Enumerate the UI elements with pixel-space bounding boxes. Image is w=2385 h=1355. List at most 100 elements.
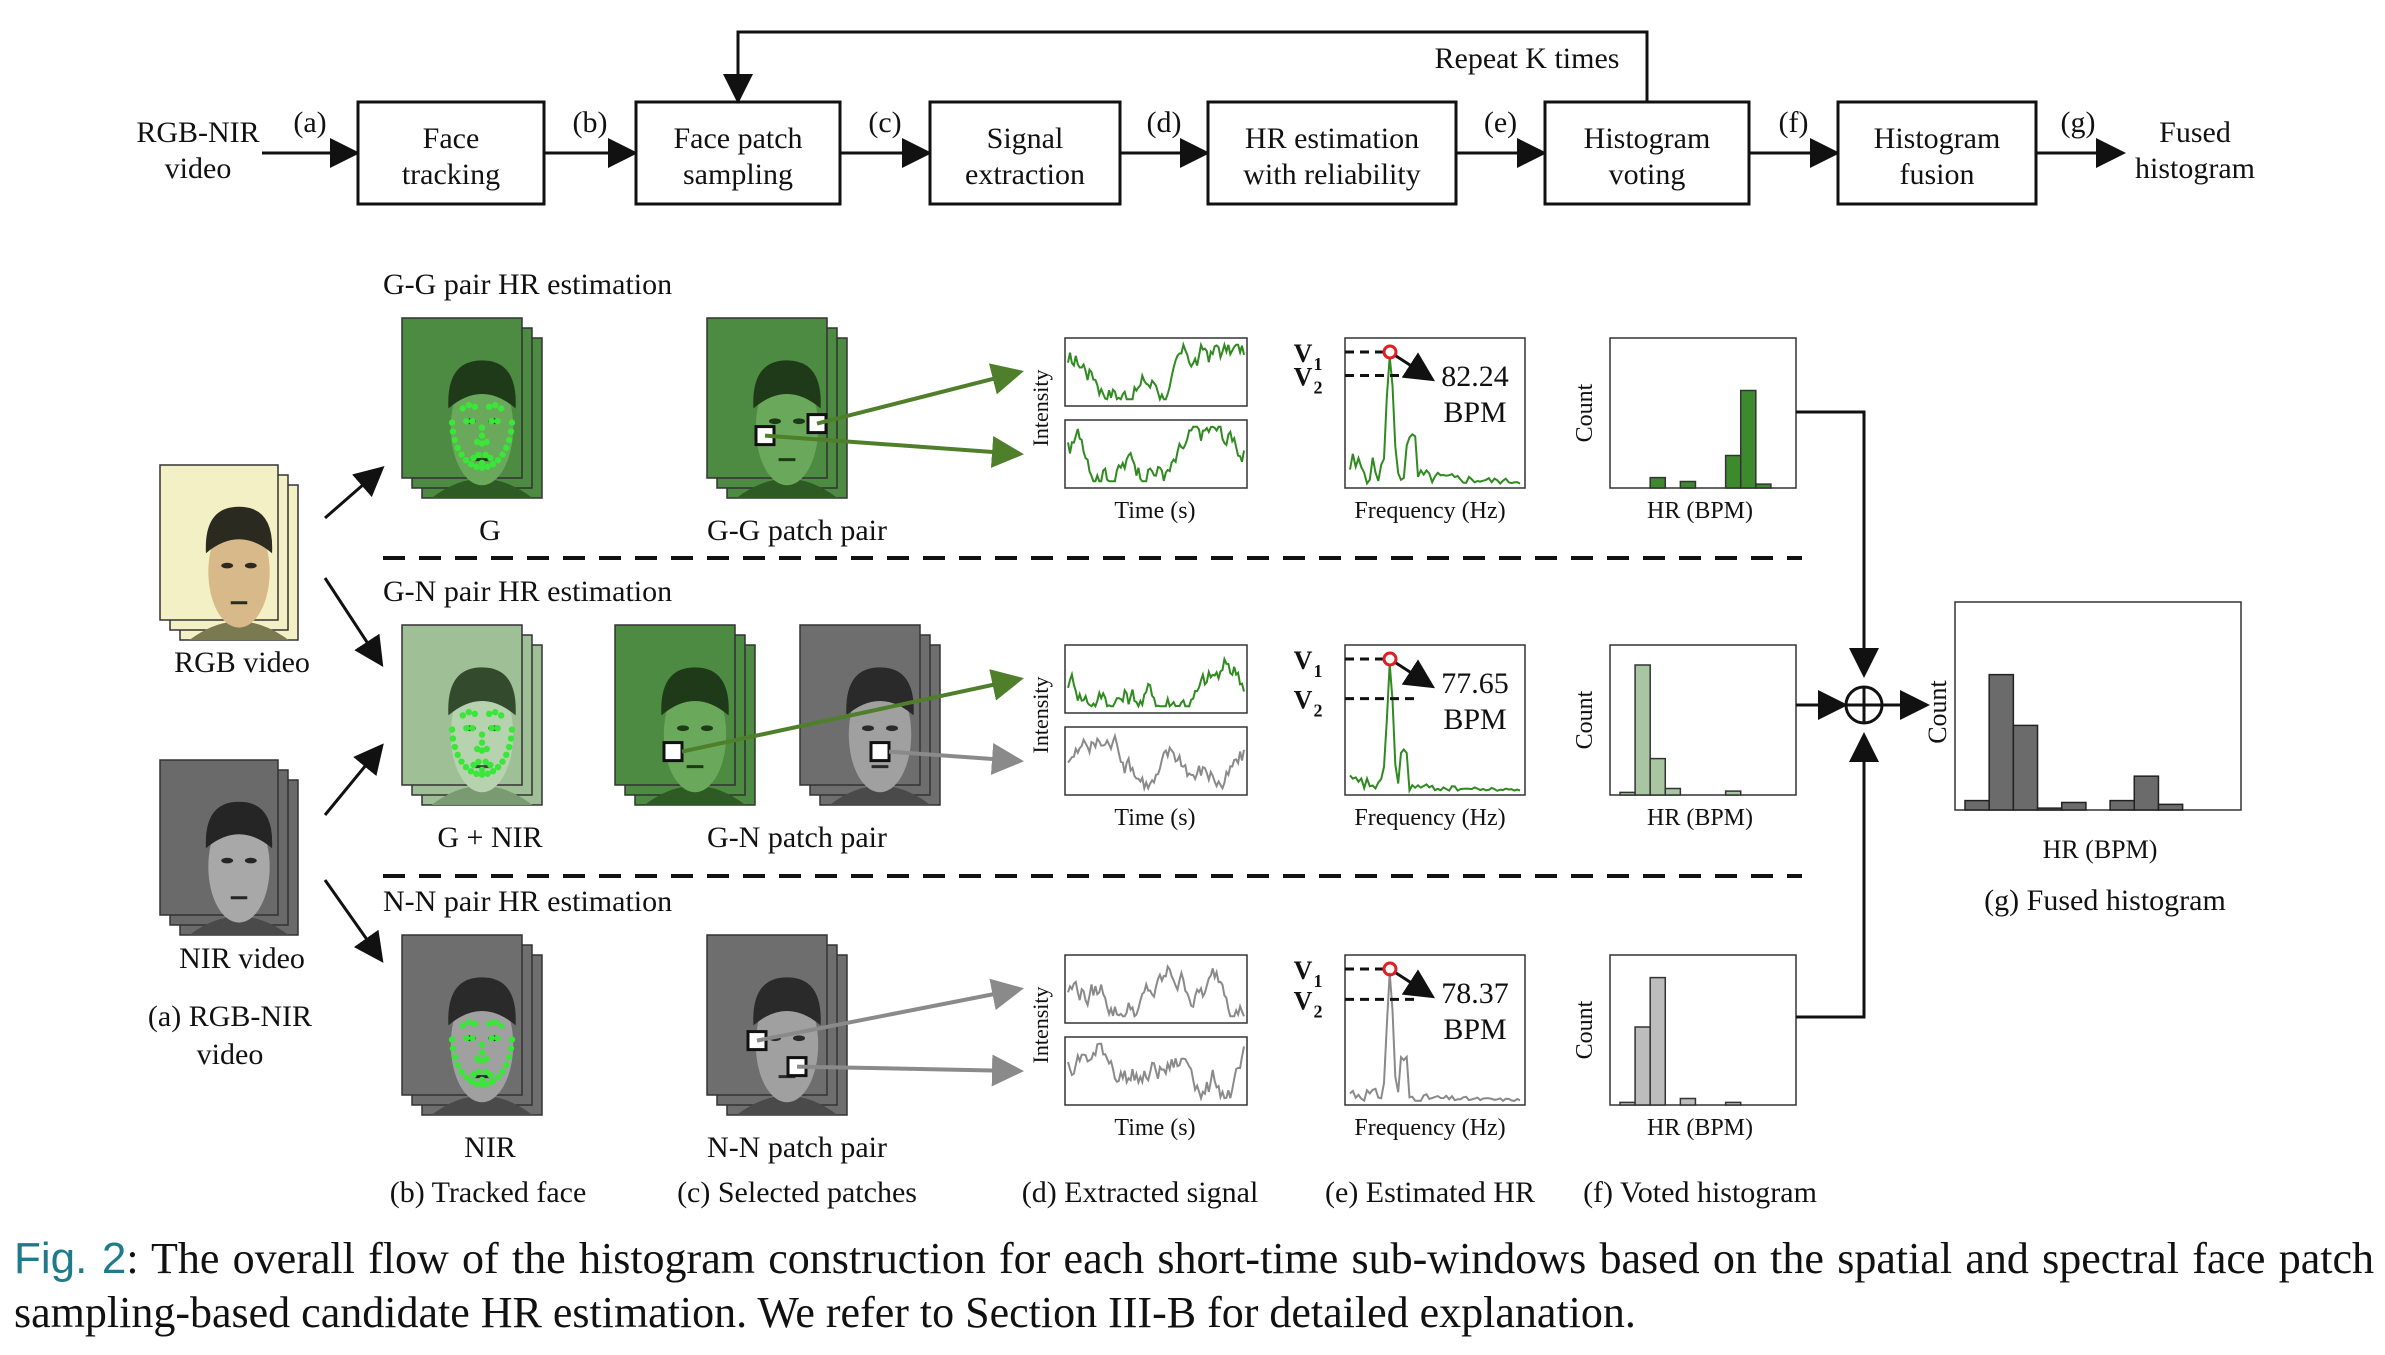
landmark-point bbox=[471, 1020, 478, 1027]
landmark-point bbox=[498, 405, 505, 412]
landmark-point bbox=[487, 1071, 494, 1079]
landmark-point bbox=[505, 743, 513, 751]
landmark-point bbox=[482, 1068, 489, 1076]
row-title: G-G pair HR estimation bbox=[383, 268, 672, 301]
input-arrow bbox=[324, 466, 385, 520]
flow-step-label: extraction bbox=[965, 158, 1085, 191]
flow-step-label: Histogram bbox=[1874, 122, 2001, 155]
hr-axis-label: HR (BPM) bbox=[1647, 498, 1753, 524]
histogram-bar bbox=[1649, 976, 1667, 1106]
landmark-point bbox=[482, 451, 489, 458]
landmark-point bbox=[507, 1045, 515, 1052]
landmark-point bbox=[459, 1022, 466, 1029]
v2-subscript: 2 bbox=[1314, 1001, 1323, 1021]
right-eye bbox=[793, 1035, 805, 1042]
landmark-point bbox=[473, 463, 480, 470]
patch-to-signal-arrow bbox=[816, 363, 1024, 426]
v1-label: V bbox=[1294, 646, 1313, 675]
flow-output-label: Fused bbox=[2159, 116, 2231, 149]
landmark-point bbox=[484, 463, 491, 470]
landmark-point bbox=[451, 436, 459, 444]
tracked-face bbox=[401, 934, 543, 1116]
patch-to-signal-arrow bbox=[681, 669, 1024, 754]
landmark-point bbox=[478, 1041, 486, 1048]
landmark-point bbox=[454, 1061, 461, 1069]
fused-histogram-bar bbox=[2036, 807, 2063, 811]
flow-step-label: Face patch bbox=[673, 122, 802, 155]
shoulders bbox=[431, 785, 533, 805]
fused-histogram-caption: (g) Fused histogram bbox=[1984, 884, 2226, 917]
flow-step-label: tracking bbox=[402, 158, 500, 191]
figure-caption-text: : The overall flow of the histogram cons… bbox=[14, 1234, 2374, 1337]
landmark-point bbox=[475, 1068, 482, 1076]
face-oval bbox=[663, 677, 727, 793]
fused-histogram-bar bbox=[2012, 724, 2039, 811]
histogram-bar bbox=[1739, 389, 1757, 489]
landmark-point bbox=[458, 1068, 465, 1075]
landmark-point bbox=[449, 1045, 457, 1052]
input-arrow bbox=[323, 577, 384, 668]
spectrum-trace bbox=[1349, 356, 1521, 486]
time-axis-label: Time (s) bbox=[1114, 498, 1195, 524]
histogram-bar bbox=[1724, 1101, 1742, 1106]
landmark-point bbox=[492, 1019, 499, 1026]
shoulders bbox=[644, 785, 746, 805]
landmark-point bbox=[473, 770, 480, 777]
column-caption-a: (a) RGB-NIR bbox=[148, 1000, 312, 1033]
frequency-axis-label: Frequency (Hz) bbox=[1354, 498, 1505, 524]
landmark-point bbox=[449, 735, 457, 742]
intensity-axis-label: Intensity bbox=[1028, 370, 1053, 447]
estimated-bpm-value: 82.24 bbox=[1441, 360, 1509, 393]
estimated-bpm-unit: BPM bbox=[1443, 396, 1506, 429]
fused-histogram-bar bbox=[2060, 801, 2087, 811]
landmark-point bbox=[484, 770, 491, 777]
right-eye bbox=[793, 418, 805, 425]
landmark-point bbox=[478, 739, 486, 746]
column-captions: (b) Tracked face(c) Selected patches(d) … bbox=[390, 1176, 1817, 1209]
patch-face-green bbox=[614, 624, 756, 806]
tracked-face-label: G bbox=[479, 514, 501, 547]
flow-step-box bbox=[1836, 100, 2038, 206]
right-eye bbox=[244, 857, 257, 864]
flow-step-label: Face bbox=[423, 122, 480, 155]
histogram-bar bbox=[1634, 1026, 1651, 1106]
patch-pair-label: G-N patch pair bbox=[707, 821, 887, 854]
v2-label: V bbox=[1294, 986, 1313, 1015]
landmark-point bbox=[508, 419, 516, 426]
shoulders bbox=[431, 478, 533, 498]
right-eye bbox=[244, 562, 257, 569]
landmark-point bbox=[470, 1071, 477, 1079]
signal-trace bbox=[1067, 1042, 1245, 1102]
shoulders bbox=[736, 478, 838, 498]
patch-pair-label: N-N patch pair bbox=[707, 1131, 887, 1164]
landmark-point bbox=[475, 758, 482, 765]
hair bbox=[448, 360, 516, 409]
landmark-point bbox=[499, 1068, 506, 1075]
input-arrow bbox=[323, 879, 384, 963]
landmark-point bbox=[465, 1019, 472, 1026]
histogram-bar bbox=[1649, 476, 1667, 489]
tracked-face bbox=[401, 624, 543, 806]
tracked-face bbox=[401, 317, 543, 499]
landmark-point bbox=[478, 771, 486, 778]
landmark-point bbox=[494, 418, 501, 425]
landmark-point bbox=[483, 745, 490, 753]
landmark-point bbox=[462, 456, 470, 464]
patch-to-signal-arrow bbox=[764, 433, 1024, 468]
fused-hr-label: HR (BPM) bbox=[2043, 835, 2158, 864]
landmark-point bbox=[463, 1035, 470, 1042]
right-eye bbox=[886, 725, 898, 732]
frequency-axis-label: Frequency (Hz) bbox=[1354, 805, 1505, 831]
landmark-point bbox=[470, 761, 477, 769]
landmark-point bbox=[449, 428, 457, 435]
landmark-point bbox=[486, 1020, 493, 1027]
v1-label: V bbox=[1294, 956, 1313, 985]
landmark-point bbox=[474, 1055, 481, 1063]
repeat-loop-arrow bbox=[723, 30, 1649, 104]
landmark-point bbox=[499, 758, 506, 765]
landmark-point bbox=[505, 436, 513, 444]
flow-input-label: RGB-NIR bbox=[136, 116, 259, 149]
